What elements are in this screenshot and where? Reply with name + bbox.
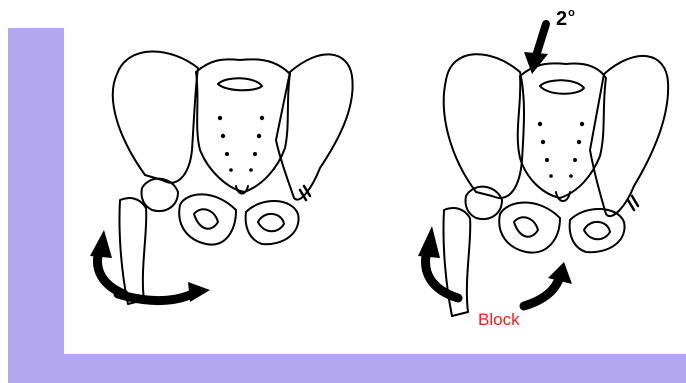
sacral-foramina [218,116,264,172]
force-label: 2o [556,9,575,29]
obturator-left [194,209,218,228]
pubic-ramus-right-r [570,209,625,252]
femoral-head-left-r [465,187,502,219]
femur-left [119,198,146,304]
rotation-arrow-right-head [188,282,210,302]
obturator-right [258,214,284,231]
block-arrow-up-head [548,262,572,284]
pubic-ramus-left [179,194,236,244]
ilium-left-wing [113,51,198,182]
obturator-left-r [514,217,538,236]
force-arrow-down [536,24,546,56]
rotation-arrow-right [118,292,196,301]
obturator-right-r [584,222,610,239]
force-arrows-right [418,24,572,306]
ilium-left-wing-r [444,54,524,198]
sacral-promontory-r [540,80,584,94]
rotation-arrows-left [90,230,210,302]
femoral-head-left [141,179,178,211]
block-label: Block [478,311,520,328]
rotation-arrow-left-head [418,226,440,258]
si-joint-mark-r [628,196,638,210]
block-arrow-up [524,276,560,306]
pubic-ramus-left-r [499,203,560,253]
sacral-foramina-r [538,122,584,178]
ilium-right-wing-r [590,56,668,216]
sacral-promontory [218,78,262,90]
force-label-degree: o [568,7,575,19]
force-label-value: 2 [556,8,567,30]
pelvis-left [113,51,353,304]
pubic-ramus-right [246,201,299,244]
rotation-arrow-up-head [90,230,112,258]
